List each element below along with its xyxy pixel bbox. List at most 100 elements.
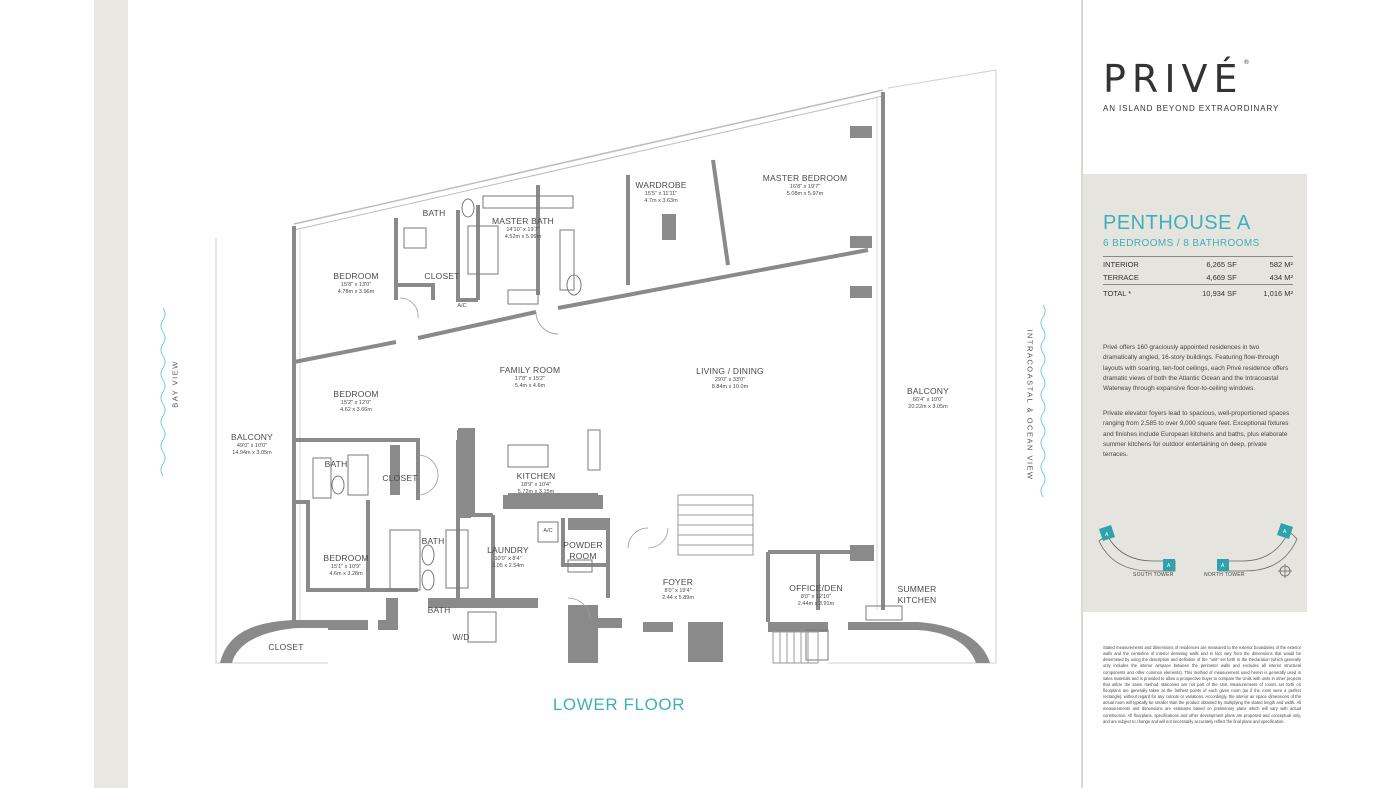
room-foyer: FOYER 8'0" x 19'4" 2.44 x 5.89m xyxy=(662,577,694,601)
key-unit-tag: A xyxy=(1283,529,1287,535)
room-name-line2: ROOM xyxy=(569,550,597,561)
room-summer-kitchen: SUMMER KITCHEN xyxy=(898,584,937,605)
key-unit-tag: A xyxy=(1167,563,1171,569)
room-dims-metric: 20.22m x 3.05m xyxy=(908,403,948,410)
area-m2: 582 M² xyxy=(1269,259,1293,269)
legal-disclaimer: Stated measurements and dimensions of re… xyxy=(1103,645,1301,724)
key-plan-diagram: A A A A xyxy=(1098,523,1298,578)
room-dims-imperial: 18'9" x 10'4" xyxy=(520,481,552,488)
room-dims-imperial: 15'1" x 10'9" xyxy=(330,563,362,570)
brand-block: PRIVÉ® AN ISLAND BEYOND EXTRAORDINARY xyxy=(1103,57,1293,114)
area-label: TOTAL * xyxy=(1103,289,1132,298)
room-dims-imperial: 66'4" x 10'0" xyxy=(912,396,944,403)
info-panel: PRIVÉ® AN ISLAND BEYOND EXTRAORDINARY PE… xyxy=(1083,0,1400,788)
room-washer-dryer: W/D xyxy=(452,632,469,643)
room-name: OFFICE/DEN xyxy=(789,583,843,593)
area-m2: 434 M² xyxy=(1269,272,1293,282)
area-sf: 4,669 SF xyxy=(1206,272,1237,282)
room-bedroom-3: BEDROOM 15'1" x 10'9" 4.6m x 3.28m xyxy=(323,553,368,577)
room-name: FOYER xyxy=(662,577,694,587)
room-name: MASTER BATH xyxy=(491,216,555,226)
room-name: BALCONY xyxy=(230,432,274,442)
room-name-line2: KITCHEN xyxy=(897,594,937,605)
floor-plan: MASTER BEDROOM 16'8" x 19'7" 5.08m x 5.9… xyxy=(128,0,1080,788)
brand-logo-text: PRIVÉ xyxy=(1103,57,1244,101)
room-balcony-right: BALCONY 66'4" x 10'0" 20.22m x 3.05m xyxy=(907,386,949,410)
ocean-view-waves xyxy=(1040,304,1046,498)
room-dims-metric: 5.72m x 3.15m xyxy=(517,488,555,495)
room-name: LIVING / DINING xyxy=(696,366,764,376)
area-m2: 1,016 M² xyxy=(1263,289,1293,298)
room-office-den: OFFICE/DEN 8'0" x 12'10" 2.44m x 3.91m xyxy=(789,583,842,607)
room-dims-imperial: 15'2" x 12'0" xyxy=(340,399,372,406)
room-dims-imperial: 14'10" x 19'7" xyxy=(506,226,540,233)
room-name: KITCHEN xyxy=(516,471,556,481)
room-wardrobe: WARDROBE 15'5" x 11'11" 4.7m x 3.63m xyxy=(635,180,686,204)
room-ac-kitchen: A/C xyxy=(543,528,552,535)
table-row: TERRACE 4,669 SF 434 M² xyxy=(1103,271,1293,285)
room-ac-upper: A/C xyxy=(457,303,466,310)
room-bath-upper: BATH xyxy=(423,208,446,219)
room-name: BATH xyxy=(324,459,348,469)
area-table: INTERIOR 6,265 SF 582 M² TERRACE 4,669 S… xyxy=(1103,256,1293,300)
room-dims-metric: 4.78m x 3.96m xyxy=(337,288,375,295)
room-dims-metric: 5.4m x 4.6m xyxy=(514,382,546,389)
room-dims-imperial: 17'8" x 15'2" xyxy=(514,375,546,382)
room-dims-metric: 5.08m x 5.97m xyxy=(786,190,824,197)
staircase xyxy=(677,494,819,664)
ocean-view-label: INTRACOASTAL & OCEAN VIEW xyxy=(1025,329,1035,481)
room-name: BEDROOM xyxy=(333,271,379,281)
room-dims-imperial: 29'0" x 33'0" xyxy=(714,376,746,383)
diagonal-window-wall xyxy=(293,89,884,225)
room-name: A/C xyxy=(543,528,553,534)
room-dims-metric: 4.62 x 3.66m xyxy=(340,406,372,413)
table-divider xyxy=(1103,283,1293,287)
bay-view-label: BAY VIEW xyxy=(170,360,180,408)
room-name: MASTER BEDROOM xyxy=(762,173,848,183)
room-dims-metric: 4.52m x 5.99m xyxy=(504,233,542,240)
bay-view-waves xyxy=(160,307,166,477)
room-dims-imperial: 15'5" x 11'11" xyxy=(644,190,678,197)
room-dims-metric: 2.44 x 5.89m xyxy=(662,594,694,601)
room-dims-metric: 2.44m x 3.91m xyxy=(797,600,835,607)
description-paragraph-2: Private elevator foyers lead to spacious… xyxy=(1103,410,1290,458)
room-name: A/C xyxy=(457,303,467,309)
key-unit-tag: A xyxy=(1105,532,1109,538)
room-dims-imperial: 15'8" x 13'0" xyxy=(340,281,372,288)
registered-mark: ® xyxy=(1243,59,1256,66)
table-row: TOTAL * 10,934 SF 1,016 M² xyxy=(1103,287,1293,300)
room-name: SUMMER xyxy=(897,584,937,594)
room-dims-imperial: 10'0" x 8'4" xyxy=(494,555,522,562)
room-bath-mid: BATH xyxy=(325,459,348,470)
room-family-room: FAMILY ROOM 17'8" x 15'2" 5.4m x 4.6m xyxy=(500,365,560,389)
room-name: POWDER xyxy=(563,540,603,550)
room-closet-lower: CLOSET xyxy=(268,642,303,653)
unit-subtitle: 6 BEDROOMS / 8 BATHROOMS xyxy=(1103,238,1260,249)
room-dims-imperial: 8'0" x 12'10" xyxy=(800,593,832,600)
room-laundry: LAUNDRY 10'0" x 8'4" 3.05 x 2.54m xyxy=(487,545,529,569)
unit-title: PENTHOUSE A xyxy=(1103,212,1251,234)
room-bedroom-1: BEDROOM 15'8" x 13'0" 4.78m x 3.96m xyxy=(333,271,378,295)
room-closet-upper: CLOSET xyxy=(424,271,459,282)
room-master-bath: MASTER BATH 14'10" x 19'7" 4.52m x 5.99m xyxy=(492,216,554,240)
room-dims-imperial: 16'8" x 19'7" xyxy=(789,183,821,190)
room-name: CLOSET xyxy=(424,271,460,281)
floor-title: LOWER FLOOR xyxy=(552,695,686,714)
unit-info-box xyxy=(1083,174,1307,612)
room-name: WARDROBE xyxy=(635,180,687,190)
room-name: BATH xyxy=(427,605,451,615)
floor-plan-drawing xyxy=(160,69,1046,664)
room-name: FAMILY ROOM xyxy=(499,365,561,375)
left-balcony-outline xyxy=(215,238,328,664)
room-name: BEDROOM xyxy=(333,389,379,399)
room-dims-metric: 4.6m x 3.28m xyxy=(329,570,363,577)
room-dims-metric: 3.05 x 2.54m xyxy=(492,562,524,569)
table-row: INTERIOR 6,265 SF 582 M² xyxy=(1103,258,1293,271)
brand-tagline: AN ISLAND BEYOND EXTRAORDINARY xyxy=(1103,104,1280,113)
room-name: BATH xyxy=(422,208,446,218)
area-label: TERRACE xyxy=(1103,272,1139,282)
room-dims-metric: 8.84m x 10.0m xyxy=(711,383,749,390)
room-name: BEDROOM xyxy=(323,553,369,563)
room-name: LAUNDRY xyxy=(487,545,529,555)
north-tower-label: NORTH TOWER xyxy=(1204,572,1245,578)
